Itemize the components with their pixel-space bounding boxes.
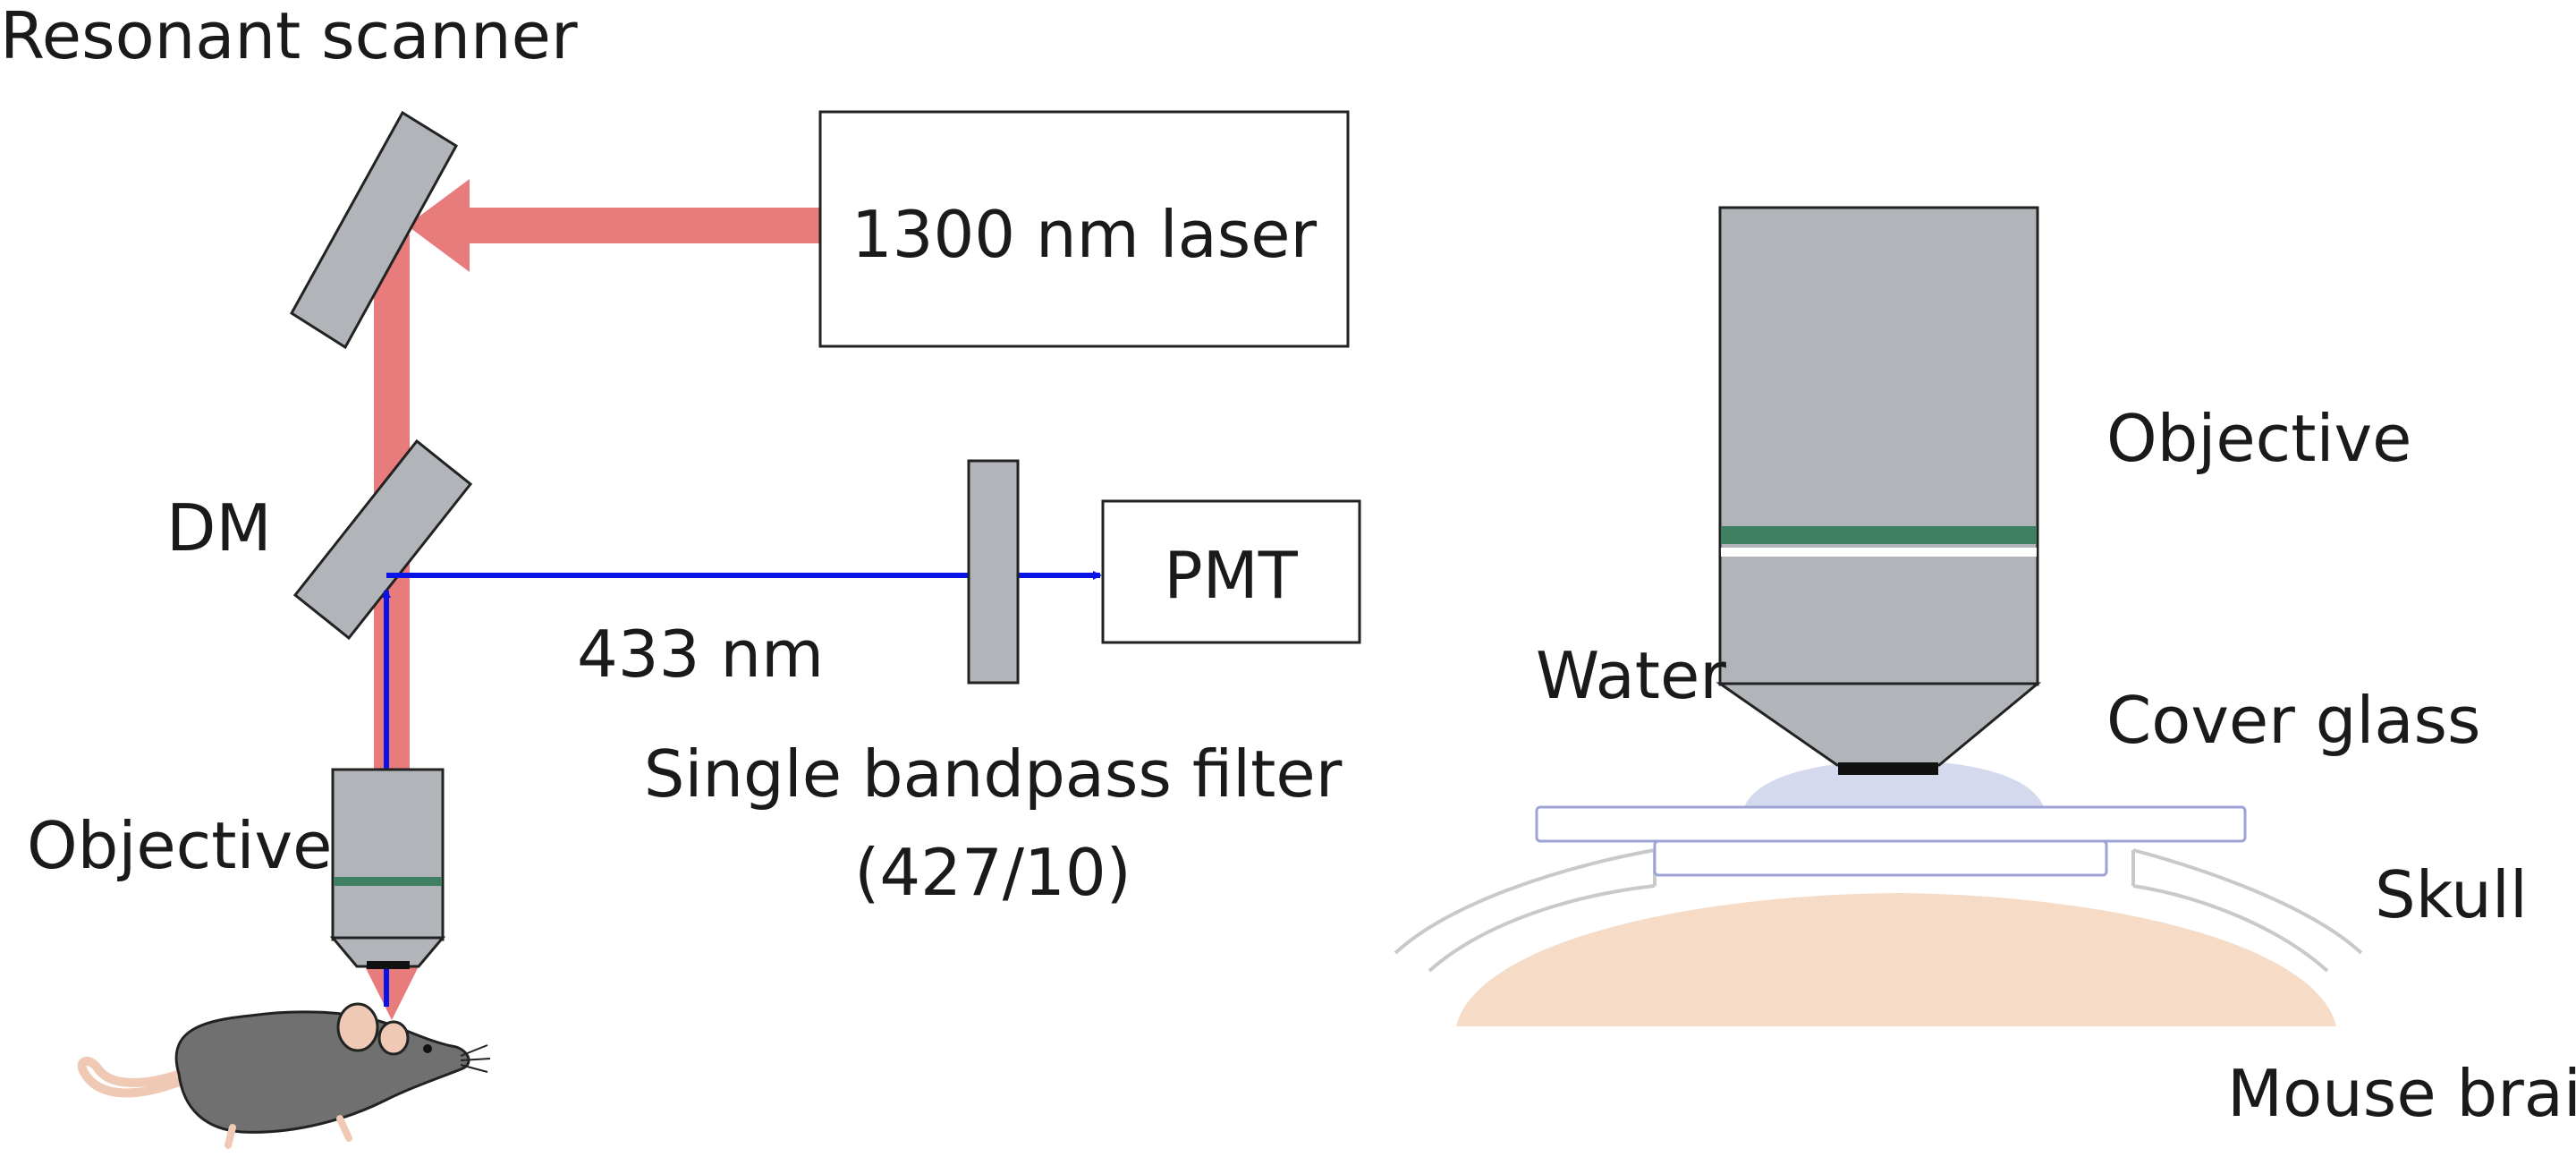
mouse-illustration [77, 1002, 491, 1149]
skull-label: Skull [2375, 857, 2528, 932]
mouse-tail [77, 1057, 197, 1098]
skull-right-outer [2132, 848, 2363, 955]
objective-right-body [1718, 206, 2039, 686]
water-droplet [1744, 761, 2044, 807]
water-label: Water [1536, 638, 1726, 713]
objective-right [1716, 206, 2042, 775]
objective-right-band [1721, 526, 2037, 544]
skull-right-inner [2132, 884, 2329, 973]
objective-right-label: Objective [2106, 401, 2411, 476]
mouse-body [174, 1010, 470, 1134]
skull-left-outer [1394, 848, 1656, 955]
objective-right-tip [1716, 682, 2042, 767]
beam-down-arrowhead-icon [365, 966, 419, 1020]
mouse-brain [1456, 893, 2336, 1026]
mouse-ear [336, 1002, 379, 1052]
objective-right-lens [1838, 762, 1938, 775]
filter-spec-label: (427/10) [854, 835, 1131, 910]
objective-left-tip [329, 936, 446, 968]
cover-glass-top [1535, 805, 2247, 843]
objective-left-body [331, 768, 445, 941]
mouse-eye [423, 1044, 432, 1053]
dm-label: DM [166, 490, 272, 566]
laser-to-scanner-beam [447, 208, 823, 243]
objective-right-gap [1721, 548, 2037, 557]
objective-left-lens [367, 961, 410, 969]
beam-arrowhead-icon [407, 179, 470, 272]
mouse-brain-label: Mouse brain [2227, 1056, 2576, 1131]
objective-left-label: Objective [27, 808, 332, 883]
cover-glass-plug [1653, 839, 2108, 877]
bandpass-filter [967, 459, 1020, 685]
laser-box [818, 110, 1350, 348]
resonant-scanner-label: Resonant scanner [0, 0, 578, 73]
filter-label: Single bandpass filter [644, 736, 1343, 812]
resonant-scanner-mirror [290, 110, 459, 350]
objective-left [329, 768, 446, 969]
mouse-ear-2 [377, 1020, 410, 1056]
pmt-box [1101, 499, 1361, 644]
cover-glass-label: Cover glass [2106, 683, 2481, 758]
laser-label: 1300 nm laser [852, 197, 1318, 272]
objective-left-band [334, 877, 442, 886]
skull-left-inner [1428, 884, 1656, 973]
mouse-whiskers [460, 1044, 491, 1073]
mouse-feet [225, 1115, 352, 1149]
wavelength-label: 433 nm [577, 617, 824, 692]
dichroic-mirror [292, 438, 473, 641]
pmt-label: PMT [1164, 538, 1299, 613]
